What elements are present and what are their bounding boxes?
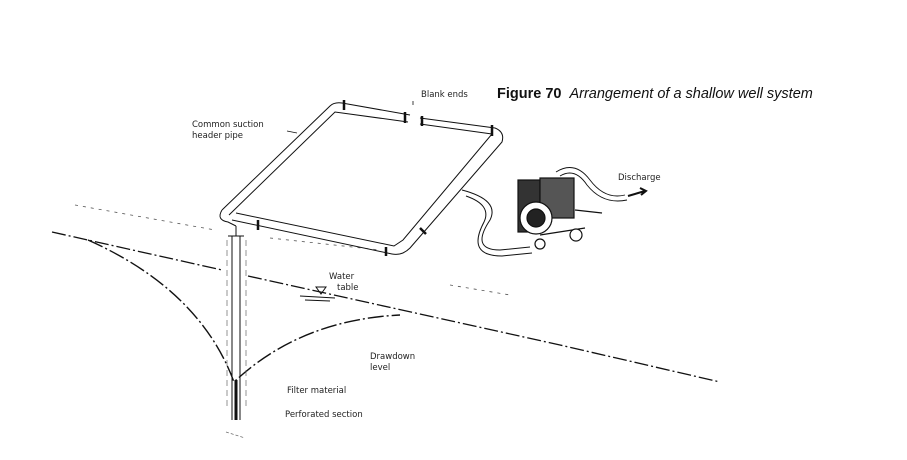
figure-number: Figure 70 xyxy=(497,86,562,102)
drawdown-label-line1: Drawdown xyxy=(370,352,416,362)
filter-material-label: Filter material xyxy=(287,386,347,396)
blank-ends-label: Blank ends xyxy=(421,90,468,100)
pump-unit xyxy=(517,177,603,250)
perforated-section-label: Perforated section xyxy=(285,410,363,420)
header-pipe-label-line2: header pipe xyxy=(192,131,244,141)
water-table-line xyxy=(51,231,721,383)
drawdown-curve xyxy=(87,239,401,384)
header-pipe-label-line1: Common suction xyxy=(192,120,264,130)
water-table-symbol xyxy=(299,286,336,302)
water-table-label-line2: table xyxy=(337,283,359,293)
drawdown-label-line2: level xyxy=(370,363,391,373)
discharge-arrow-icon xyxy=(627,187,648,197)
ground-line xyxy=(74,204,511,296)
water-table-label-line1: Water xyxy=(329,272,355,282)
well-point xyxy=(225,226,247,439)
discharge-hose xyxy=(555,167,628,202)
figure-caption: Arrangement of a shallow well system xyxy=(569,86,813,102)
suction-hose xyxy=(461,189,533,257)
figure-title: Figure 70 Arrangement of a shallow well s… xyxy=(497,86,813,102)
leader-ticks xyxy=(286,101,414,134)
discharge-label: Discharge xyxy=(618,173,661,183)
header-pipe xyxy=(219,100,504,256)
